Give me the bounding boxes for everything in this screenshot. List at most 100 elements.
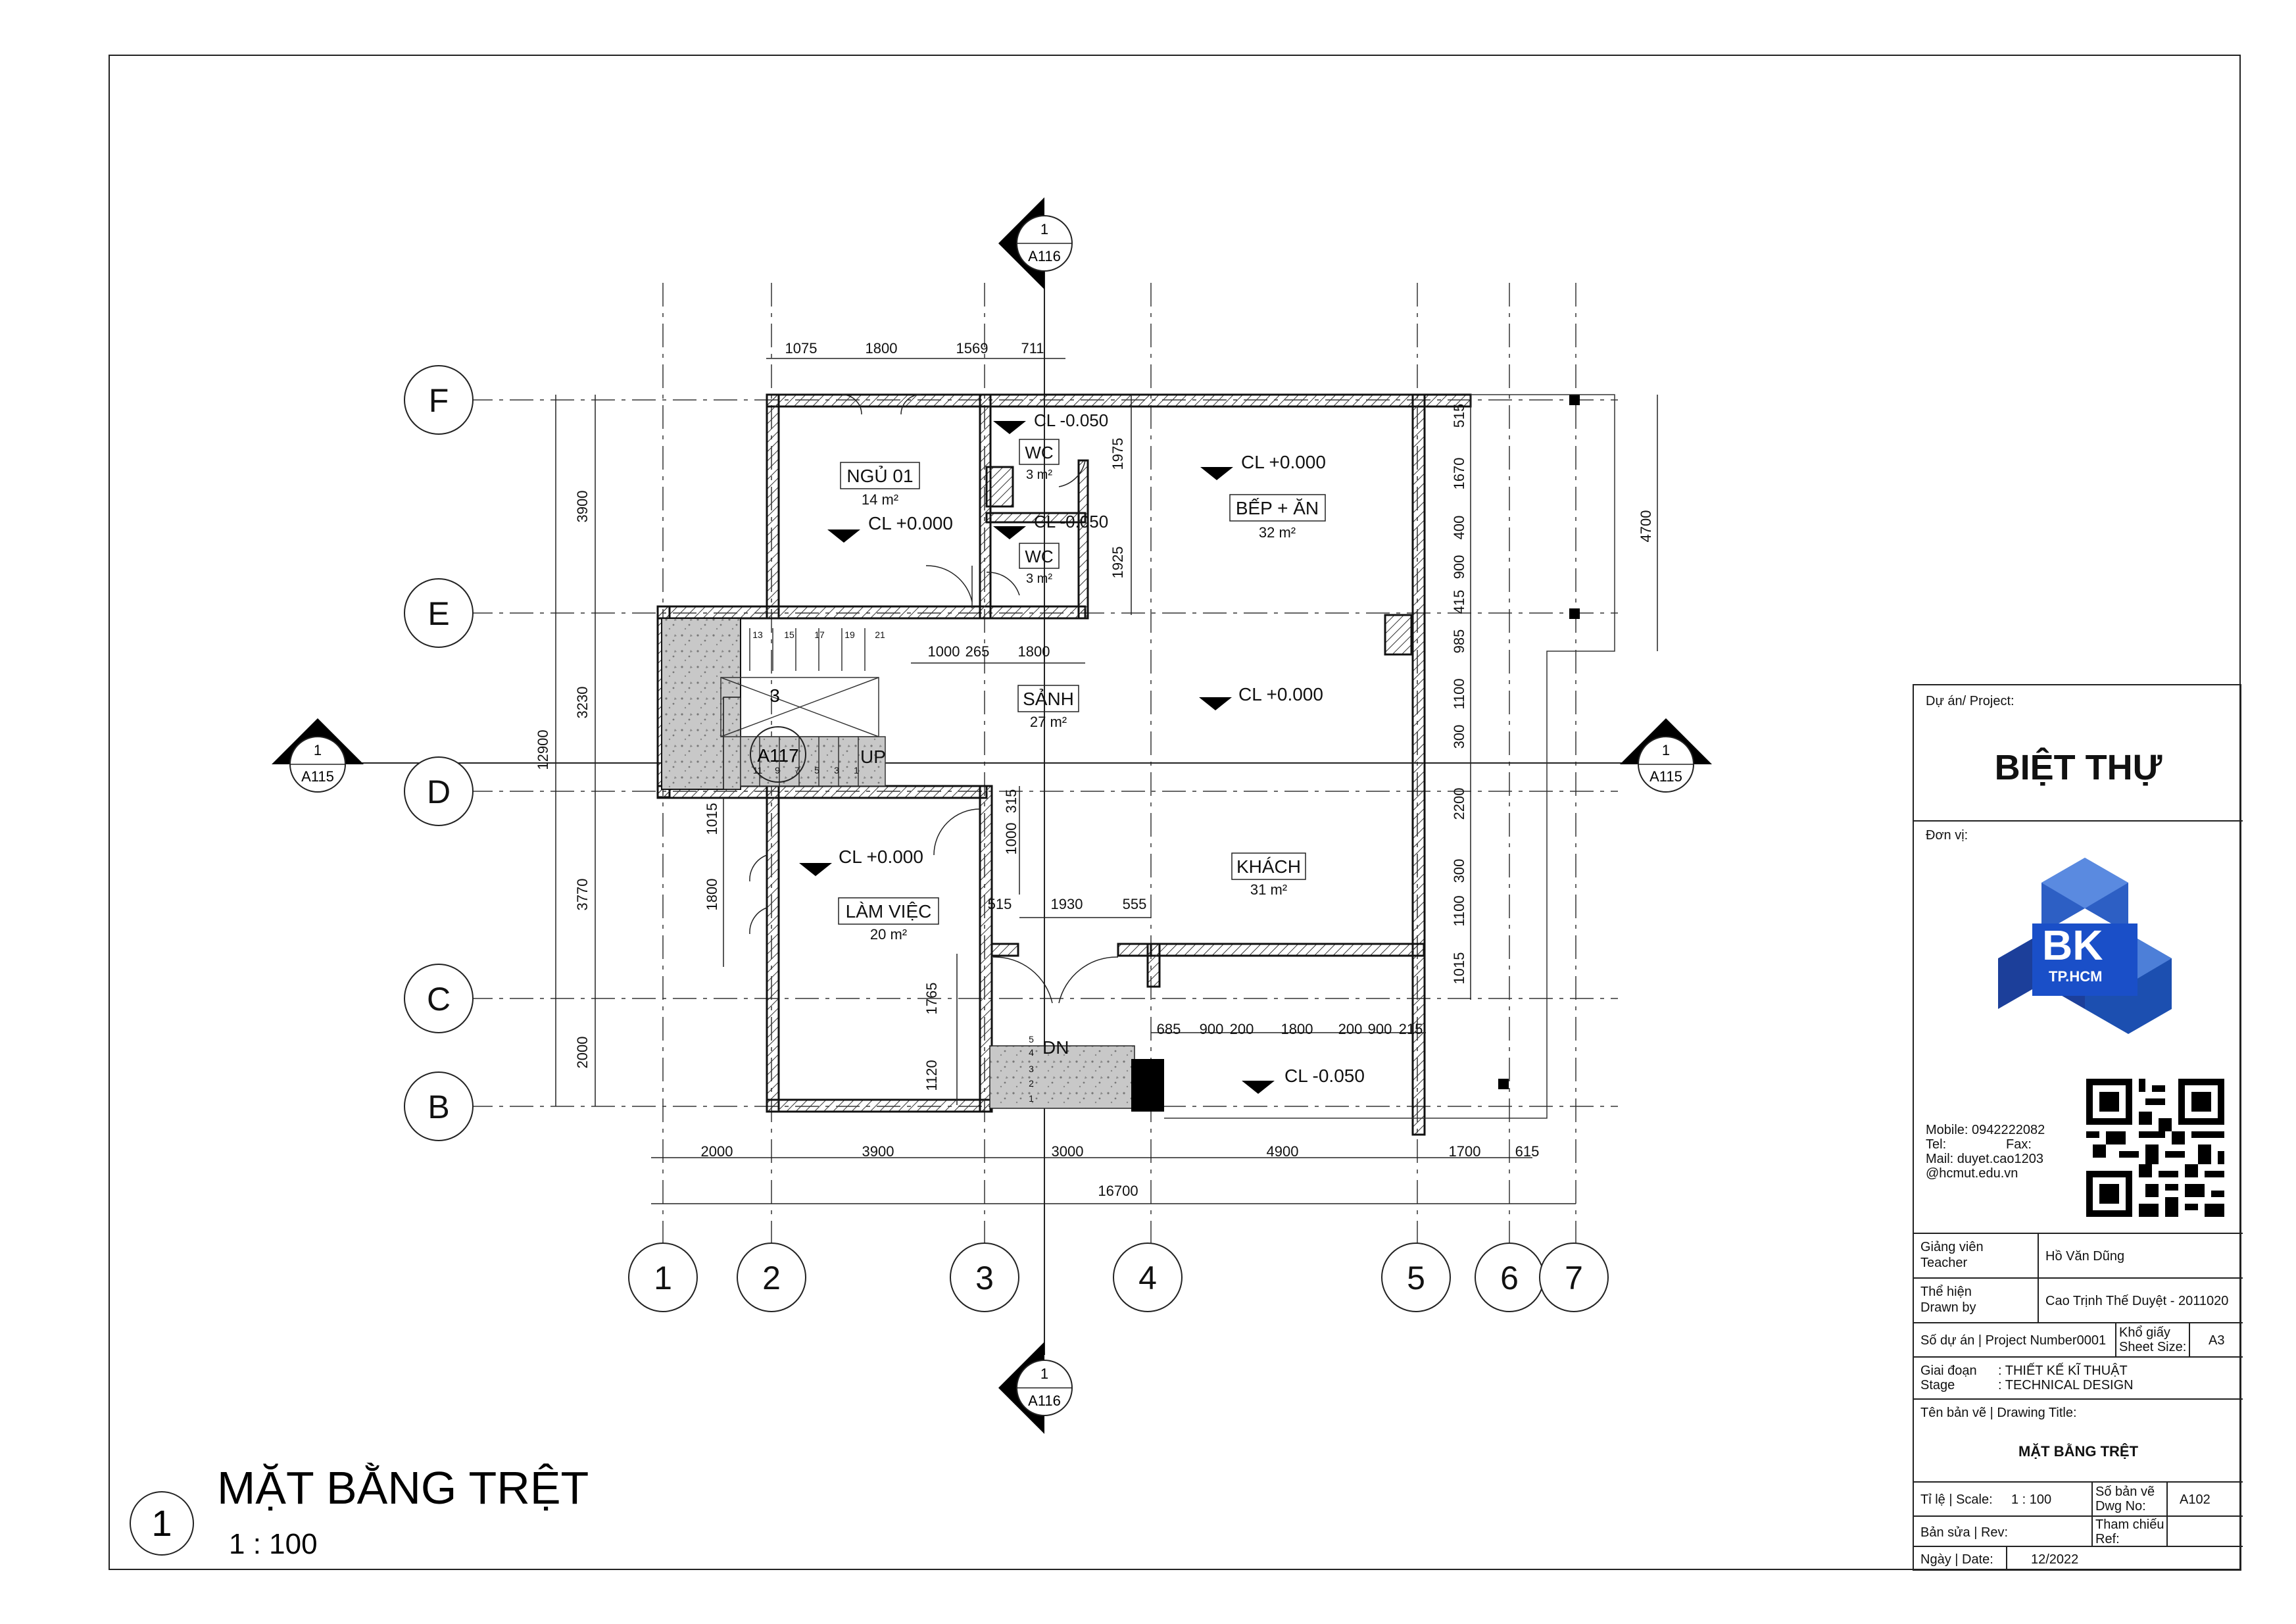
stair-callout xyxy=(750,726,806,783)
ref-label-en: Ref: xyxy=(2095,1532,2120,1546)
room-area: 3 m² xyxy=(1026,572,1052,586)
dim-text: 711 xyxy=(1021,340,1044,357)
sheet-size-label: Khổ giấy xyxy=(2119,1325,2170,1340)
column-block xyxy=(1131,1059,1164,1112)
dim-text: 1800 xyxy=(1281,1021,1313,1037)
qr-code xyxy=(2086,1079,2224,1217)
dim-text: 4700 xyxy=(1638,510,1654,543)
dim-text: 1765 xyxy=(923,983,940,1015)
dim-text: 300 xyxy=(1451,725,1467,749)
room-tag-box xyxy=(840,462,920,489)
dim-text: 1800 xyxy=(704,879,720,911)
ref-label: Tham chiếu xyxy=(2095,1517,2164,1532)
date-label: Ngày | Date: xyxy=(1920,1552,1993,1567)
contact-fax: Fax: xyxy=(2006,1137,2032,1152)
room-area: 3 m² xyxy=(1026,468,1052,482)
contact-tel: Tel: xyxy=(1926,1137,1947,1152)
drawn-name: Cao Trịnh Thế Duyệt - 2011020 xyxy=(2045,1294,2229,1308)
stage-value: : THIẾT KẾ KĨ THUẬT xyxy=(1998,1364,2128,1378)
stair-step: 19 xyxy=(844,629,855,640)
dim-text: 900 xyxy=(1368,1021,1392,1037)
terrace-outline xyxy=(1164,394,1615,1119)
dim-text: 1975 xyxy=(1110,438,1126,470)
grid-label-col: 5 xyxy=(1407,1260,1425,1296)
room-level: CL -0.050 xyxy=(1034,410,1108,430)
stair-step: 4 xyxy=(1029,1047,1034,1058)
date-row: Ngày | Date: 12/2022 xyxy=(1914,1546,2243,1571)
drawn-label-en: Drawn by xyxy=(1920,1300,1976,1315)
dim-text: 1100 xyxy=(1451,678,1467,709)
divider xyxy=(2166,1483,2168,1515)
stair-step: 17 xyxy=(814,629,825,640)
room-name: NGỦ 01 xyxy=(846,465,913,486)
section-num: 1 xyxy=(1040,1366,1048,1382)
dim-text: 515 xyxy=(988,896,1012,912)
dim-text: 3230 xyxy=(574,687,591,719)
section-sheet: A115 xyxy=(1649,768,1682,785)
section-marker-left xyxy=(272,718,364,793)
room-name: SẢNH xyxy=(1023,688,1074,709)
dim-text: 12900 xyxy=(535,729,551,770)
stage-label: Giai đoạn xyxy=(1920,1364,1977,1378)
unit-row xyxy=(1914,820,2243,822)
section-marker-bottom xyxy=(998,1342,1073,1434)
walls xyxy=(656,393,1472,1136)
room-area: 27 m² xyxy=(1030,714,1067,730)
grid-label-col: 7 xyxy=(1565,1260,1583,1296)
rev-row: Bản sửa | Rev: Tham chiếu Ref: xyxy=(1914,1515,2243,1546)
room-tag-box xyxy=(1229,494,1326,522)
scale-value: 1 : 100 xyxy=(2011,1492,2052,1507)
logo-sub: TP.HCM xyxy=(2049,968,2103,985)
dim-text: 200 xyxy=(1338,1021,1363,1037)
project-number: Số dự án | Project Number0001 xyxy=(1920,1333,2107,1348)
stair-step: 3 xyxy=(1029,1064,1034,1074)
grid-label-col: 4 xyxy=(1138,1260,1157,1296)
section-num: 1 xyxy=(314,742,322,758)
stair-step: 1 xyxy=(1029,1093,1034,1104)
room-level: CL +0.000 xyxy=(1241,452,1326,472)
dim-text: 16700 xyxy=(1098,1183,1138,1199)
dim-text: 2200 xyxy=(1451,788,1467,820)
room-tag-box xyxy=(1017,685,1079,712)
room-tag-box xyxy=(1231,852,1306,880)
stair-step: 3 xyxy=(834,765,839,775)
contact-mobile: Mobile: 0942222082 xyxy=(1926,1123,2045,1137)
dim-text: 200 xyxy=(1230,1021,1254,1037)
stair-treads xyxy=(720,628,886,787)
teacher-label-en: Teacher xyxy=(1920,1256,1968,1270)
stair-step: 5 xyxy=(814,765,819,775)
section-num: 1 xyxy=(1662,742,1670,758)
room-area: 32 m² xyxy=(1259,524,1296,541)
dim-text: 300 xyxy=(1451,859,1467,883)
sheet-size: A3 xyxy=(2209,1333,2225,1348)
title-block: Dự án/ Project: BIỆT THỰ Đơn vị: BK TP.H… xyxy=(1913,684,2243,1571)
dim-text: 555 xyxy=(1123,896,1147,912)
room-level: CL +0.000 xyxy=(839,847,923,867)
dim-text: 615 xyxy=(1515,1143,1540,1160)
teacher-name: Hồ Văn Dũng xyxy=(2045,1249,2125,1264)
drawn-label: Thể hiện xyxy=(1920,1285,1972,1299)
drawing-title-label: Tên bản vẽ | Drawing Title: xyxy=(1920,1406,2077,1420)
divider xyxy=(2038,1279,2039,1322)
dim-text: 985 xyxy=(1451,629,1467,654)
room-area: 14 m² xyxy=(862,491,898,508)
dim-text: 315 xyxy=(1003,789,1019,814)
room-tag-box xyxy=(1019,543,1060,569)
bk-logo xyxy=(1998,858,2172,1034)
dwg-no-label: Số bản vẽ xyxy=(2095,1485,2155,1499)
room-level: CL -0.050 xyxy=(1034,512,1108,531)
unit-label: Đơn vị: xyxy=(1926,828,1968,843)
contact-mail: Mail: duyet.cao1203 xyxy=(1926,1152,2044,1166)
divider xyxy=(2038,1234,2039,1277)
dwg-no-label-en: Dwg No: xyxy=(2095,1499,2146,1513)
dim-text: 400 xyxy=(1451,516,1467,540)
room-name: BẾP + ĂN xyxy=(1236,498,1319,518)
view-scale: 1 : 100 xyxy=(229,1528,318,1560)
divider xyxy=(2115,1323,2116,1356)
dwg-no: A102 xyxy=(2180,1492,2211,1507)
grid-label-row: F xyxy=(429,382,449,419)
section-marker-right xyxy=(1620,718,1712,793)
door-swings xyxy=(749,394,1119,1004)
grid-label-col: 2 xyxy=(762,1260,781,1296)
